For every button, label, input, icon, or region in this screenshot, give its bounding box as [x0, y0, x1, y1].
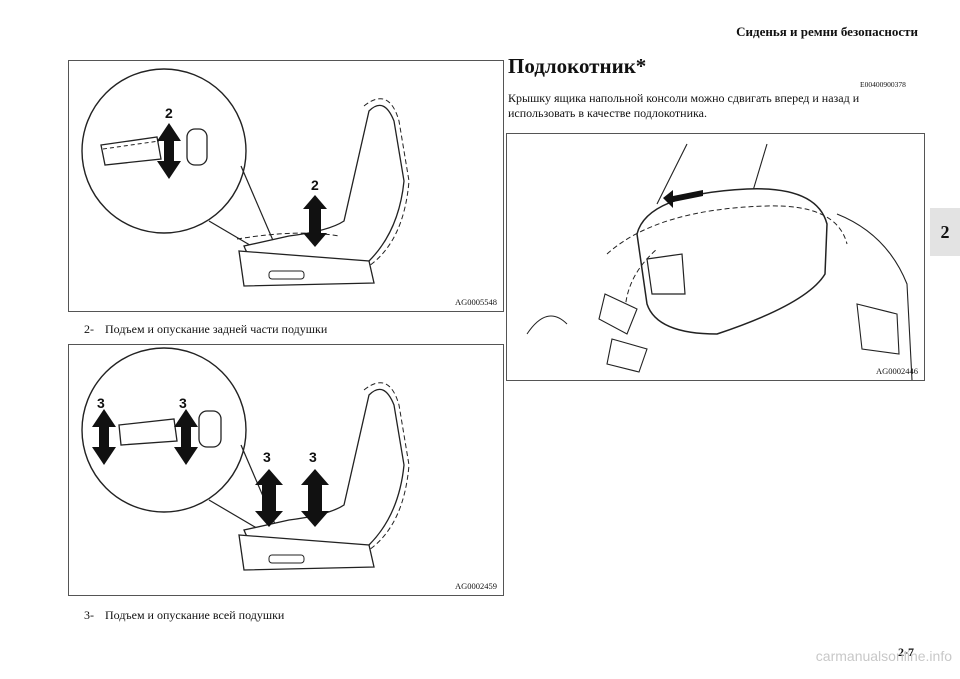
caption-text: Подъем и опускание задней части подушки: [105, 322, 328, 336]
callout-3-zoom-right: 3: [179, 395, 187, 411]
figure-code: AG0002459: [454, 581, 497, 591]
figure-code: AG0005548: [454, 297, 497, 307]
caption-number: 3-: [84, 608, 94, 622]
figure-armrest: AG0002446: [506, 133, 925, 381]
caption-3: 3- Подъем и опускание всей подушки: [84, 608, 284, 623]
figure-seat-rear-lift: 2 2 AG0005548: [68, 60, 504, 312]
watermark: carmanualsonline.info: [815, 648, 952, 664]
page-number: 2-7: [898, 645, 914, 659]
section-code: E00400900378: [860, 80, 906, 89]
callout-2-zoom: 2: [165, 105, 173, 121]
callout-3-seat-right: 3: [309, 449, 317, 465]
seat-full-lift-illustration: [81, 347, 410, 571]
armrest-illustration: [526, 143, 913, 380]
caption-2: 2- Подъем и опускание задней части подуш…: [84, 322, 327, 337]
caption-text: Подъем и опускание всей подушки: [105, 608, 285, 622]
callout-2-seat: 2: [311, 177, 319, 193]
seat-rear-lift-illustration: [81, 68, 410, 287]
section-title: Подлокотник*: [508, 54, 647, 78]
caption-number: 2-: [84, 322, 94, 336]
section-body: Крышку ящика напольной консоли можно сдв…: [508, 91, 860, 120]
lift-arrow: [303, 195, 327, 247]
chapter-tab[interactable]: 2: [930, 208, 960, 256]
figure-code: AG0002446: [875, 366, 918, 376]
callout-3-seat-left: 3: [263, 449, 271, 465]
running-header: Сиденья и ремни безопасности: [736, 24, 918, 39]
figure-seat-full-lift: 3 3 3 3 AG0002459: [68, 344, 504, 596]
callout-3-zoom-left: 3: [97, 395, 105, 411]
